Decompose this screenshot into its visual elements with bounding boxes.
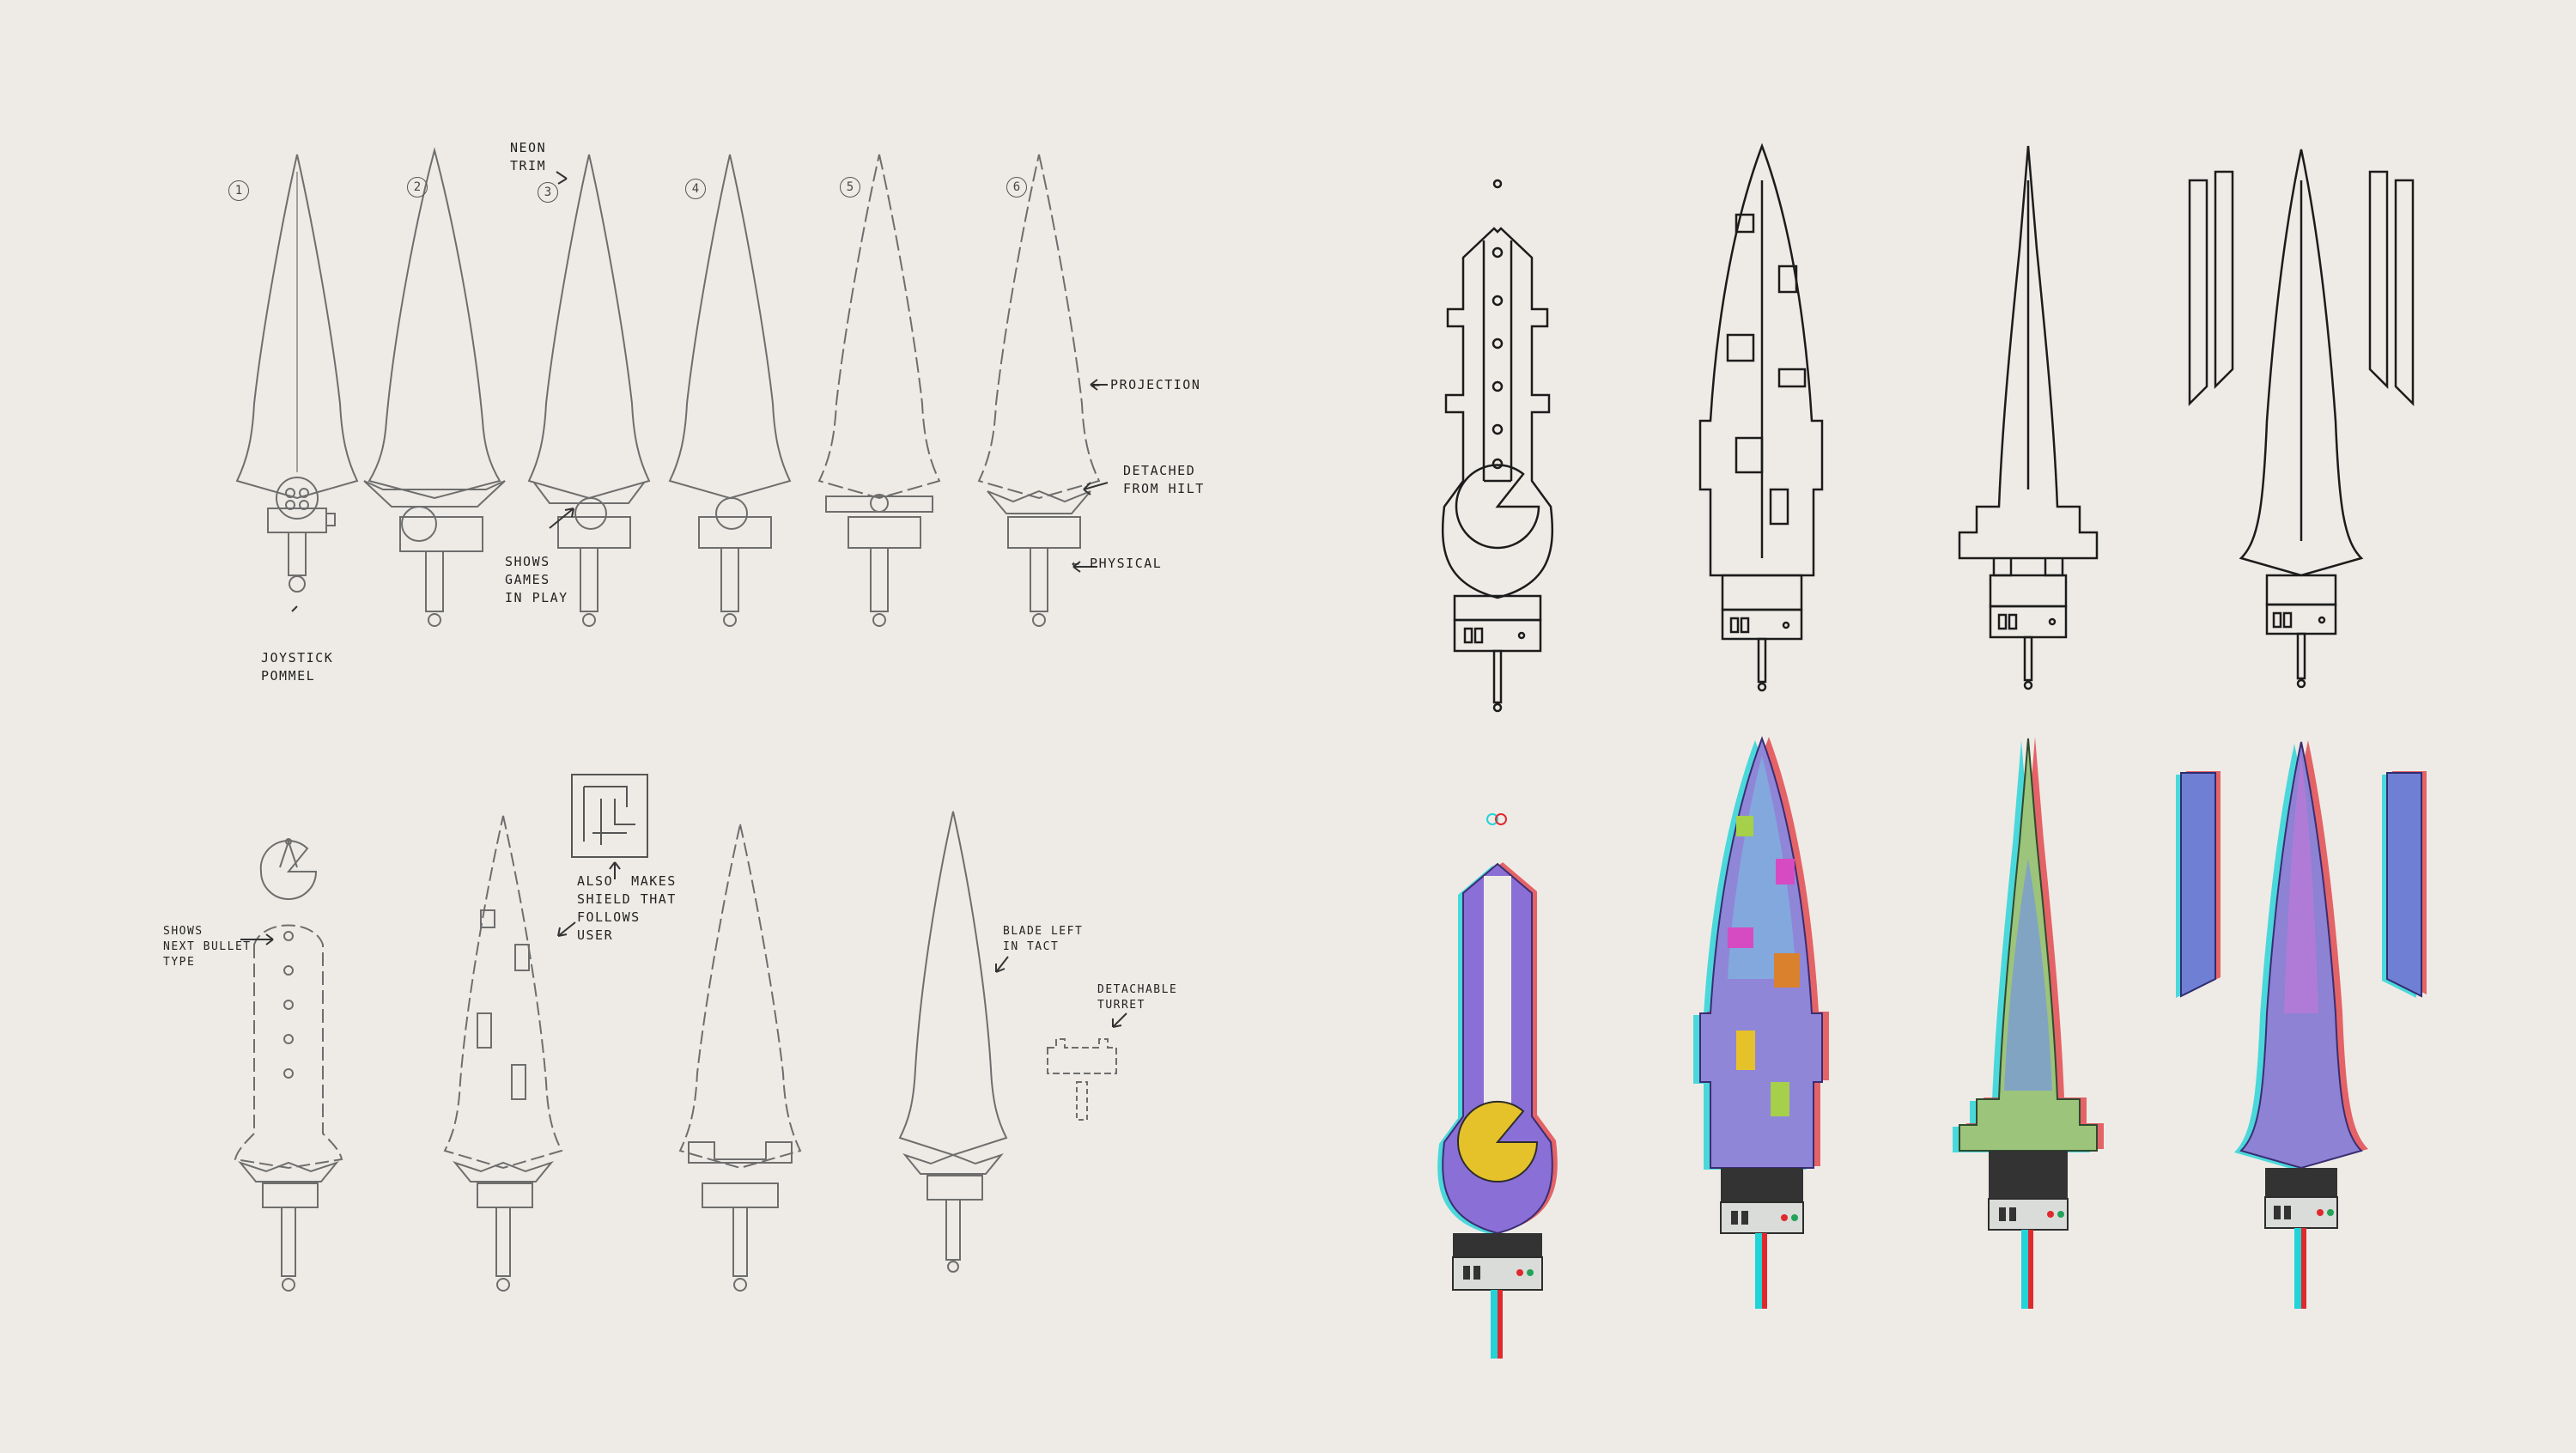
sketch-maze-shield xyxy=(571,774,648,858)
sketch-number-4: 4 xyxy=(685,179,706,199)
annotation-physical: ← PHYSICAL xyxy=(1072,556,1163,571)
annotation-projection: ← PROJECTION xyxy=(1092,377,1201,392)
sketch-sword-1 xyxy=(236,154,358,593)
pencil-sketch-row-top xyxy=(236,147,1109,627)
colored-sword-tetris xyxy=(1693,736,1829,1309)
sketch-sword-6 xyxy=(978,154,1100,627)
annotation-shows-games-in-play: SHOWS GAMES IN PLAY xyxy=(505,554,568,605)
ink-sword-detached xyxy=(2188,149,2415,689)
sketch-number-3: 3 xyxy=(538,182,558,203)
sketch-number-6: 6 xyxy=(1006,177,1027,198)
annotation-detached-from-hilt: DETACHED FROM HILT xyxy=(1123,463,1205,496)
sketch-sword-2 xyxy=(363,147,506,627)
colored-sword-detached xyxy=(2176,740,2427,1309)
sketch-sword-tetris xyxy=(443,815,563,1292)
ink-sword-invader xyxy=(1958,145,2099,690)
colored-sword-invader xyxy=(1953,737,2104,1309)
ink-sword-pacman xyxy=(1441,179,1554,713)
sketch-number-2: 2 xyxy=(407,177,428,198)
sketch-sword-4 xyxy=(669,154,791,627)
sketch-sword-pacman xyxy=(234,838,343,1292)
pencil-sketch-row-bottom xyxy=(234,774,1127,1292)
annotation-joystick-pommel: JOYSTICK POMMEL xyxy=(261,650,334,684)
colored-sword-pacman xyxy=(1437,813,1558,1359)
annotation-shows-next-bullet-type: SHOWS NEXT BULLET TYPE xyxy=(163,925,252,969)
annotation-neon-trim: NEON TRIM xyxy=(510,140,547,173)
ink-sword-tetris xyxy=(1698,143,1824,692)
ink-lineart-row xyxy=(1441,143,2415,713)
sketch-sword-3 xyxy=(528,154,650,627)
sketch-sword-invader xyxy=(679,824,801,1292)
sketch-sword-detached xyxy=(898,811,1008,1273)
sketch-sword-5 xyxy=(818,154,940,627)
annotation-detachable-turret: DETACHABLE TURRET xyxy=(1097,983,1178,1012)
annotation-blade-left-in-tact: BLADE LEFT IN TACT xyxy=(1003,925,1084,953)
annotation-also-makes-shield: ALSO MAKES SHIELD THAT FOLLOWS USER xyxy=(577,873,677,943)
colored-render-row xyxy=(1437,736,2427,1359)
sketch-turret xyxy=(1047,1038,1117,1121)
sketch-number-1: 1 xyxy=(228,180,249,201)
sketch-number-5: 5 xyxy=(840,177,860,198)
